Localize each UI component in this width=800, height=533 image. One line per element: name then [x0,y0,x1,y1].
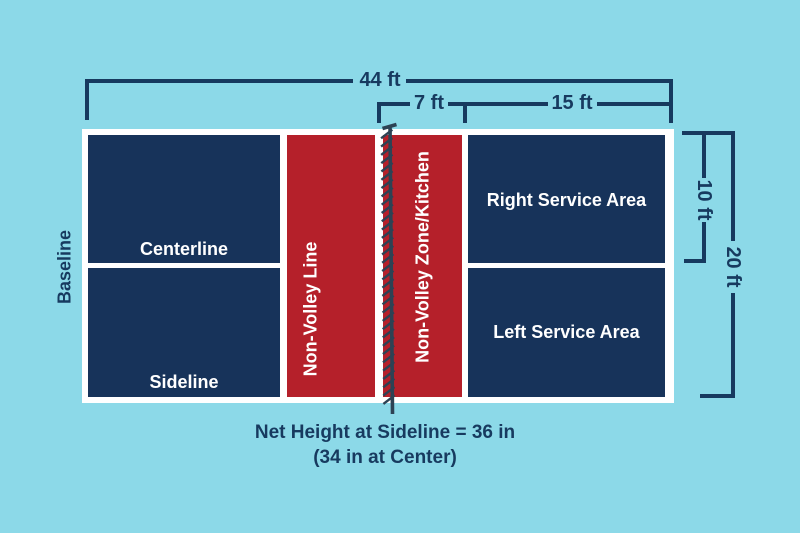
dimension-line-20ft [731,131,735,241]
dimension-line-7ft-end [377,102,381,123]
non-volley-line-label: Non-Volley Line [300,241,321,377]
dimension-line-44ft-end [85,79,89,120]
centerline-label: Centerline [139,239,229,259]
net-top-cap [382,122,397,131]
left-service-area-zone [468,268,665,397]
dimension-line-10ft [702,222,706,263]
dimension-line-20ft [731,293,735,398]
dimension-service-length-label: 15 ft [551,92,593,114]
dimension-line-10ft-end [682,131,735,135]
non-volley-zone-right [383,135,462,397]
dimension-line-15ft-end [463,102,467,123]
right-service-area-zone [468,135,665,263]
baseline-label: Baseline [54,229,75,305]
sideline-label: Sideline [149,372,219,392]
dimension-line-44ft-end [669,79,673,123]
non-volley-zone-label: Non-Volley Zone/Kitchen [412,151,433,363]
net-height-caption-line2: (34 in at Center) [313,447,457,468]
non-volley-zone-left [287,135,375,397]
dimension-line-20ft-end [700,394,735,398]
net-height-caption: Net Height at Sideline = 36 in (34 in at… [185,420,585,470]
net-height-caption-line1: Net Height at Sideline = 36 in [254,422,516,443]
dimension-line-15ft [448,102,548,106]
right-service-area-label: Right Service Area [486,190,647,210]
dimension-line-44ft [406,79,673,83]
dimension-overall-length-label: 44 ft [359,69,401,91]
dimension-line-44ft [85,79,353,83]
center-net-line [375,129,383,403]
dimension-line-7ft [377,102,410,106]
dimension-line-10ft [702,131,706,178]
dimension-court-width-label: 20 ft [722,246,744,288]
dimension-line-15ft [597,102,673,106]
dimension-nvz-depth-label: 7 ft [414,92,444,114]
left-right-service-area [88,135,280,263]
dimension-half-width-label: 10 ft [693,179,715,221]
dimension-line-10ft-end [684,259,706,263]
left-service-area-label: Left Service Area [493,322,640,342]
left-left-service-area [88,268,280,397]
